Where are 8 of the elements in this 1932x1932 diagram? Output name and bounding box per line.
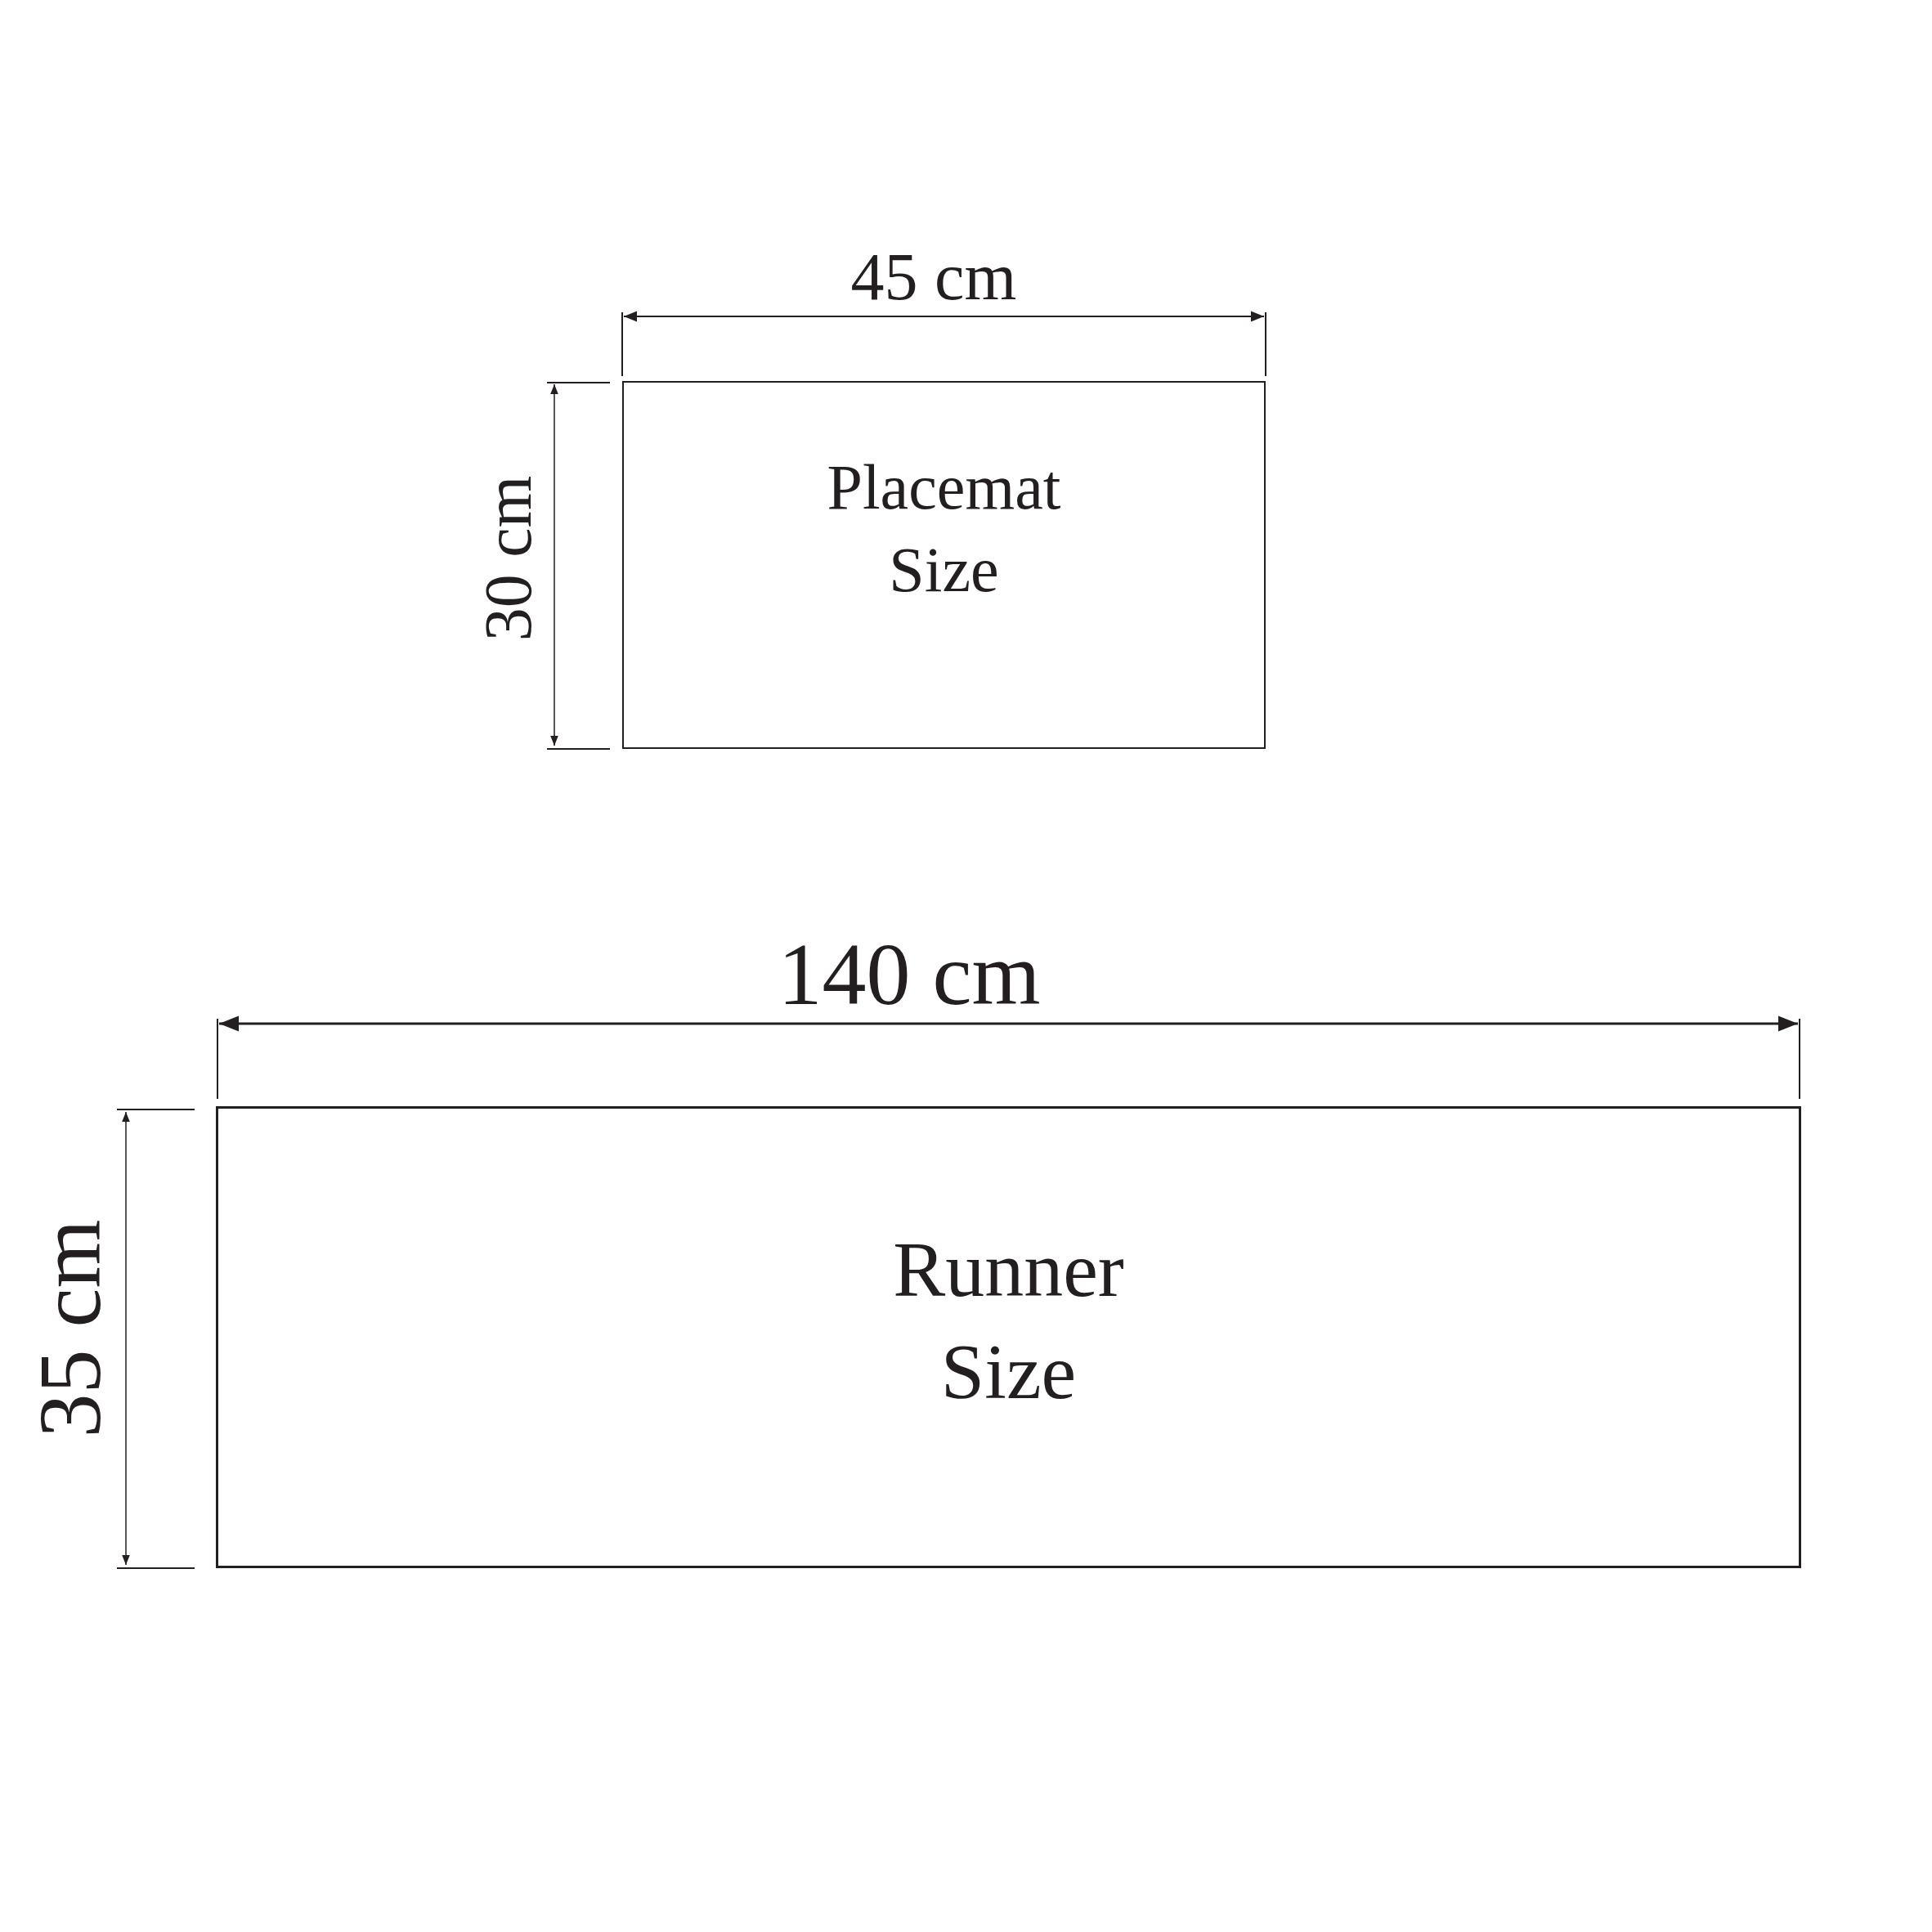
runner-outline [216, 1106, 1801, 1568]
runner-label: Runner Size [893, 1224, 1124, 1417]
dimension-label: 140 cm [778, 930, 1041, 1019]
dimension-label: 30 cm [474, 475, 542, 642]
placemat-outline [622, 381, 1266, 749]
dimension-label: 35 cm [26, 1219, 114, 1438]
dimension-label: 45 cm [850, 244, 1017, 311]
placemat-label: Placemat Size [827, 450, 1061, 607]
